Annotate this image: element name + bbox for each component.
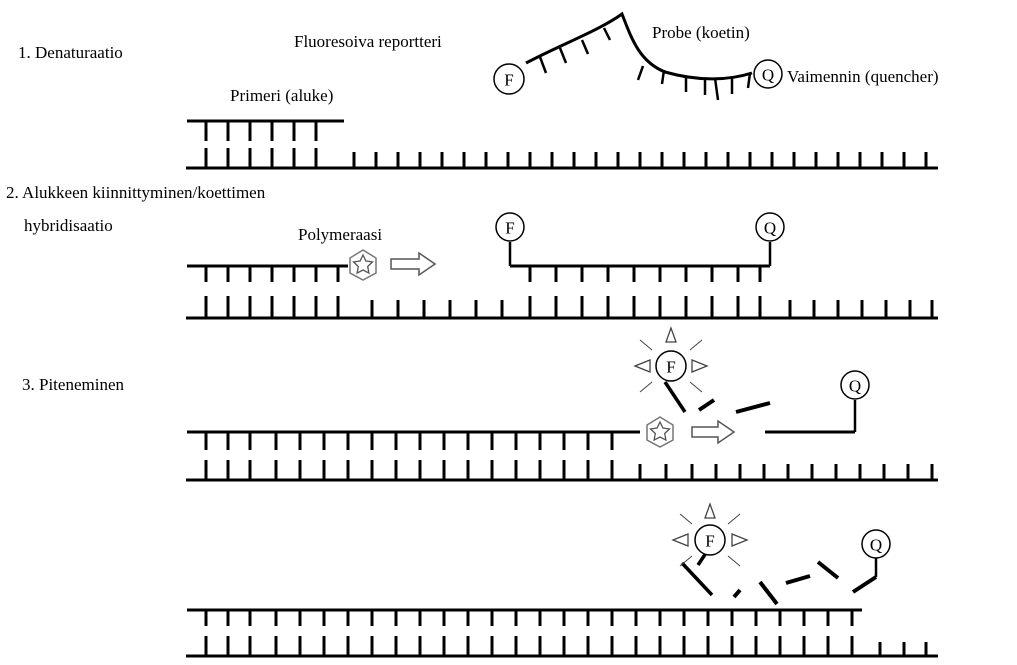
quencher-letter: Q	[762, 66, 774, 85]
row1-dna	[186, 121, 938, 168]
quencher-letter: Q	[849, 377, 861, 396]
step2-label-line1: 2. Alukkeen kiinnittyminen/koettimen	[6, 183, 266, 202]
probe-label: Probe (koetin)	[652, 23, 750, 42]
probe-bases-top	[530, 266, 760, 282]
fluorescence-burst-icon: F	[635, 328, 707, 392]
quencher-dye: Q	[862, 530, 890, 558]
quencher-letter: Q	[870, 536, 882, 555]
fluorescence-burst-icon: F	[673, 504, 747, 566]
primer-label: Primeri (aluke)	[230, 86, 333, 105]
template-bases	[206, 636, 926, 656]
template-bases	[206, 296, 932, 318]
row3-dna	[186, 382, 938, 480]
row2-dna	[186, 242, 938, 318]
quencher-letter: Q	[764, 219, 776, 238]
polymerase-star-icon	[350, 250, 376, 280]
reporter-dye: F	[494, 64, 524, 94]
probe-fragment	[818, 562, 838, 578]
reporter-letter: F	[666, 358, 675, 377]
quencher-dye: Q	[756, 213, 784, 241]
movement-arrow-icon	[692, 421, 734, 443]
quencher-dye: Q	[841, 371, 869, 399]
probe-fragment	[760, 582, 777, 604]
released-quencher-fragment	[853, 577, 876, 592]
reporter-dye: F	[496, 213, 524, 241]
row4-dna	[186, 553, 938, 656]
polymerase-star-icon	[647, 417, 673, 447]
reporter-letter: F	[705, 532, 714, 551]
template-bases	[206, 460, 932, 480]
polymerase-label: Polymeraasi	[298, 225, 382, 244]
primer-bases-top	[206, 266, 338, 282]
probe-fragment	[736, 403, 770, 412]
probe-fragment	[699, 400, 714, 410]
reporter-letter: F	[504, 71, 513, 90]
primer-bases-top	[206, 121, 316, 141]
step2-label-line2: hybridisaatio	[24, 216, 113, 235]
new-strand-bases	[206, 432, 612, 450]
probe-fragment	[786, 576, 810, 583]
quencher-dye: Q	[754, 60, 782, 88]
quencher-label: Vaimennin (quencher)	[787, 67, 939, 86]
new-strand-bases	[206, 610, 852, 626]
step1-label: 1. Denaturaatio	[18, 43, 123, 62]
movement-arrow-icon	[391, 253, 435, 275]
reporter-letter: F	[505, 219, 514, 238]
step3-label: 3. Piteneminen	[22, 375, 124, 394]
reporter-label: Fluoresoiva reportteri	[294, 32, 442, 51]
template-bases	[206, 148, 926, 168]
released-reporter-fragment	[682, 553, 712, 595]
released-reporter-stem	[665, 382, 685, 412]
probe-fragment	[734, 590, 740, 597]
